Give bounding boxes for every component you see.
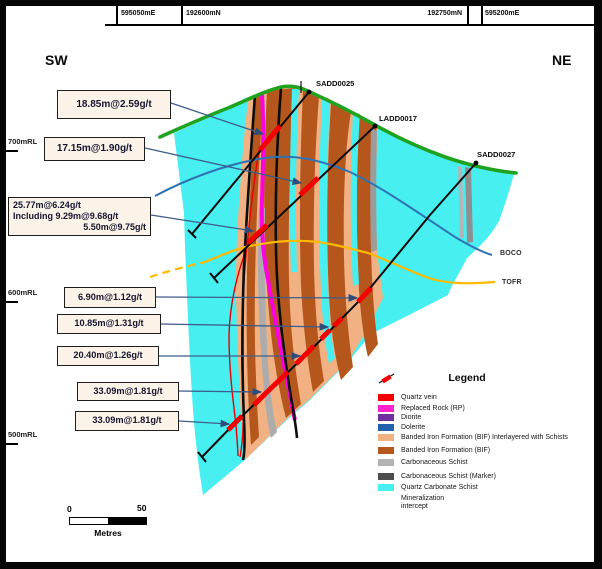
carbonaceous-schist-bands	[258, 128, 473, 438]
legend-swatch	[378, 434, 394, 441]
annotation-text: 6.90m@1.12g/t	[77, 291, 143, 302]
scale-end-label: 50	[137, 503, 147, 513]
annotation-text: 18.85m@2.59g/t	[76, 98, 152, 110]
legend-title: Legend	[448, 372, 486, 384]
intercept-annotation-1: 18.85m@2.59g/t	[57, 90, 171, 119]
legend-item-label: Quartz vein	[401, 394, 437, 401]
mineralization-intercepts	[226, 124, 373, 432]
legend-item-label: Banded Iron Formation (BIF) Interlayered…	[401, 434, 568, 441]
annotation-text: 17.15m@1.90g/t	[56, 143, 133, 155]
legend-swatch	[378, 414, 394, 421]
ruler-label-northing-1: 192600mN	[186, 10, 221, 17]
legend-swatch	[378, 484, 394, 491]
annotation-text: 20.40m@1.26g/t	[73, 350, 143, 361]
drillhole-collars	[306, 89, 479, 166]
legend-item: Replaced Rock (RP)	[378, 404, 596, 414]
intercept-annotation-4: 6.90m@1.12g/t	[64, 287, 156, 308]
legend-item-label: Quartz Carbonate Schist	[401, 484, 478, 491]
ruler-label-easting-1: 595050mE	[121, 10, 156, 17]
section-direction-sw: SW	[45, 52, 68, 68]
boco-label: BOCO	[500, 250, 522, 257]
intercept-annotation-5: 10.85m@1.31g/t	[57, 314, 161, 334]
drillhole-label-sadd0027: SADD0027	[477, 150, 516, 159]
ruler-tick	[467, 6, 469, 25]
mineralization-intercept-icon	[378, 373, 395, 508]
ruler-label-northing-2: 192750mN	[427, 10, 462, 17]
legend-item: Diorite	[378, 414, 596, 423]
drillhole-ladd0017-trace	[213, 125, 376, 279]
legend-swatch	[378, 472, 394, 480]
intercept-annotation-2: 17.15m@1.90g/t	[44, 137, 145, 161]
legend-item: Carbonaceous Schist (Marker)	[378, 472, 596, 482]
legend-swatch	[378, 423, 394, 431]
legend-swatch	[378, 459, 394, 466]
rl-tick	[5, 150, 18, 152]
rl-label-600: 600mRL	[8, 288, 38, 297]
scale-bar-graphic	[69, 517, 147, 525]
annotation-text: 5.50m@9.75g/t	[83, 222, 146, 232]
legend-swatch	[378, 404, 394, 412]
ruler-tick	[481, 6, 483, 25]
annotation-text: Including 9.29m@9.68g/t	[13, 211, 119, 221]
legend-item: Quartz Carbonate Schist	[378, 484, 596, 493]
drillhole-label-ladd0017: LADD0017	[379, 114, 417, 123]
ruler-tick	[181, 6, 183, 25]
legend-item: Banded Iron Formation (BIF)	[378, 446, 596, 456]
legend-item-label: Banded Iron Formation (BIF)	[401, 446, 491, 454]
intercept-annotation-8: 33.09m@1.81g/t	[75, 411, 179, 431]
tofr-line-dashed	[149, 260, 206, 279]
rl-tick	[5, 443, 18, 445]
legend-item-label: Dolerite	[401, 423, 426, 431]
section-direction-ne: NE	[552, 52, 572, 68]
drillhole-label-sadd0025: SADD0025	[316, 79, 355, 88]
ruler-label-easting-2: 595200mE	[485, 10, 520, 17]
legend-item: Carbonaceous Schist	[378, 459, 596, 468]
annotation-text: 33.09m@1.81g/t	[93, 385, 163, 396]
legend-item-label: Carbonaceous Schist (Marker)	[401, 472, 496, 480]
legend-item-label: Diorite	[401, 414, 422, 421]
legend-swatch	[378, 394, 394, 401]
annotation-leaders	[144, 102, 359, 428]
legend-item-label: Carbonaceous Schist	[401, 459, 468, 466]
boco-line	[154, 155, 493, 256]
rl-tick	[5, 301, 18, 303]
legend-swatch	[378, 446, 394, 454]
legend-item: Banded Iron Formation (BIF) Interlayered…	[378, 434, 596, 443]
rl-label-700: 700mRL	[8, 137, 38, 146]
legend-item-label: Replaced Rock (RP)	[401, 404, 465, 412]
tofr-label: TOFR	[502, 279, 522, 286]
intercept-annotation-6: 20.40m@1.26g/t	[57, 346, 159, 366]
bif-wedge	[236, 87, 473, 459]
ruler-baseline	[105, 24, 595, 26]
rl-label-500: 500mRL	[8, 430, 38, 439]
annotation-text: 25.77m@6.24g/t	[13, 200, 81, 210]
intercept-annotation-3: 25.77m@6.24g/t Including 9.29m@9.68g/t 5…	[8, 197, 151, 236]
intercept-annotation-7: 33.09m@1.81g/t	[77, 382, 179, 401]
ruler-tick	[116, 6, 118, 25]
scale-unit-label: Metres	[94, 528, 122, 538]
scale-start-label: 0	[67, 504, 72, 514]
annotation-text: 33.09m@1.81g/t	[92, 415, 162, 426]
legend-item: Quartz vein	[378, 394, 596, 403]
legend-item: Dolerite	[378, 423, 596, 433]
drillhole-sadd0025-trace	[191, 91, 310, 235]
topography-line	[158, 84, 518, 175]
bif-bands	[246, 88, 378, 445]
structural-lines	[241, 87, 299, 461]
annotation-text: 10.85m@1.31g/t	[74, 318, 144, 329]
